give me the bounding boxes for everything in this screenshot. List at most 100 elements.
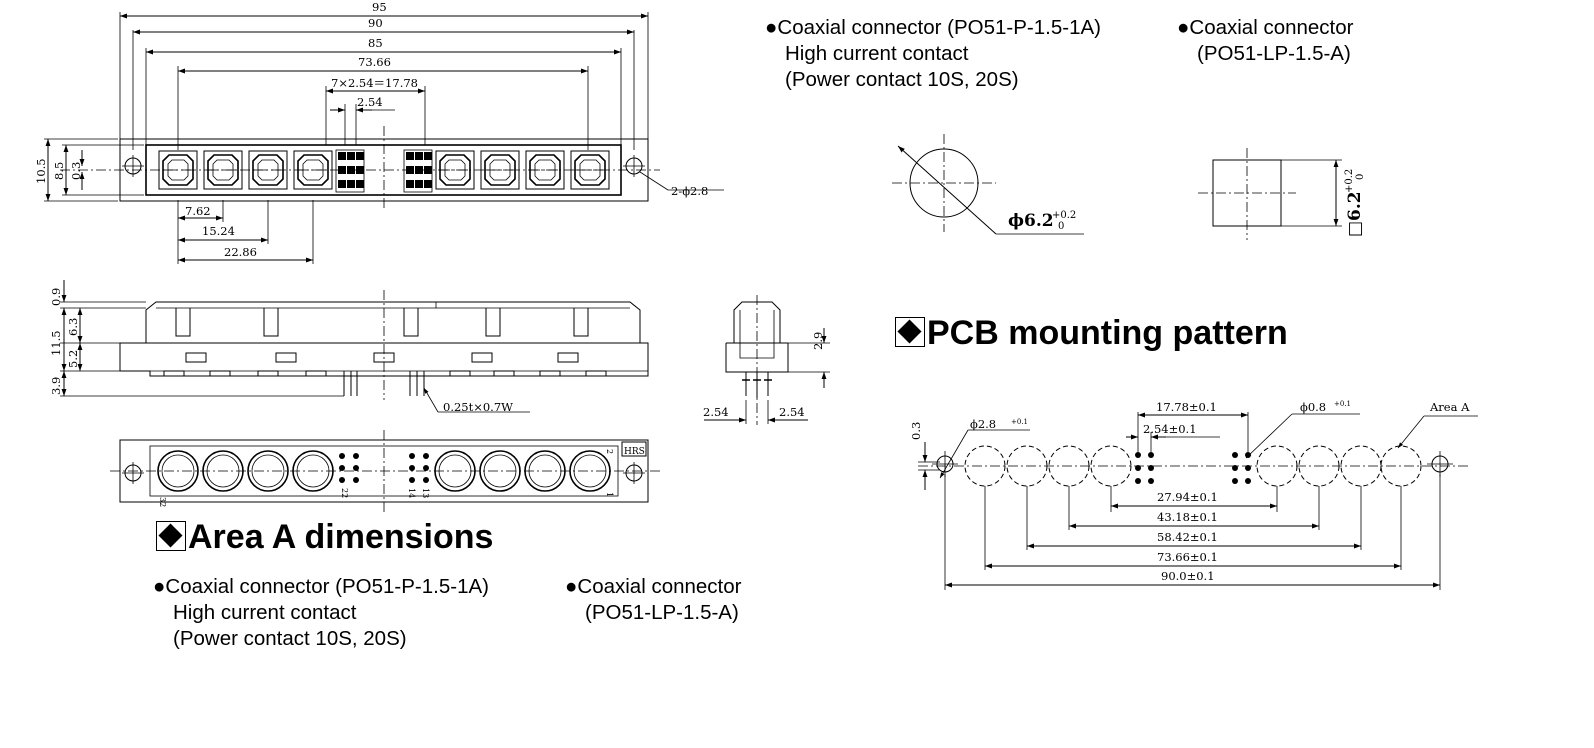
top-pitch-dims	[177, 200, 314, 264]
dim-95: 95	[372, 0, 387, 14]
pcb-dim-43-18: 43.18±0.1	[1157, 510, 1218, 524]
area-a-item-1-line-2: High current contact	[173, 601, 357, 624]
area-a-item-2: ●Coaxial connector (PO51-LP-1.5-A)	[565, 574, 741, 626]
label-1: 1	[605, 492, 614, 497]
side-posts	[163, 308, 607, 377]
pcb-dim-2-54: 2.54±0.1	[1143, 422, 1197, 436]
dim-3-9: 3.9	[49, 377, 63, 395]
pcb-heading-text: PCB mounting pattern	[927, 314, 1288, 352]
pcb-dim-73-66: 73.66±0.1	[1157, 550, 1218, 564]
dim-2-54: 2.54	[357, 95, 383, 109]
diamond-icon	[895, 317, 925, 347]
right-top-item-1: ●Coaxial connector (PO51-P-1.5-1A) High …	[765, 15, 1101, 93]
pcb-dim-27-94: 27.94±0.1	[1157, 490, 1218, 504]
pcb-dim-pin: ϕ0.8	[1300, 400, 1326, 414]
label-22: 22	[340, 488, 349, 498]
pcb-dim-58-42: 58.42±0.1	[1157, 530, 1218, 544]
square-contact-detail	[1198, 148, 1342, 240]
pcb-dim-hole: ϕ2.8	[970, 417, 996, 431]
area-a-item-1: ●Coaxial connector (PO51-P-1.5-1A) High …	[153, 574, 489, 652]
bullet-icon: ●	[1177, 16, 1190, 39]
area-a-item-2-line-2: (PO51-LP-1.5-A)	[585, 601, 739, 624]
pcb-dim-hole-tol: +0.1	[1011, 418, 1028, 426]
signal-pads	[339, 453, 429, 483]
top-dimension-lines	[119, 12, 649, 200]
dim-73-66: 73.66	[358, 55, 391, 69]
dim-2-54-left: 2.54	[703, 405, 729, 419]
mounting-hole-right	[623, 462, 645, 484]
pcb-signal-holes	[1135, 452, 1251, 484]
dim-0-3: 0.3	[69, 162, 83, 180]
dim-2-9: 2.9	[811, 332, 825, 350]
signal-contacts-right	[403, 149, 433, 193]
dim-8-5: 8.5	[52, 162, 66, 180]
dim-square-tol-plus: +0.2	[1344, 169, 1355, 193]
label-2: 2	[605, 449, 614, 454]
dim-0-9: 0.9	[49, 288, 63, 306]
coax-circles	[157, 450, 611, 492]
top-height-dims	[44, 138, 144, 202]
dim-85: 85	[368, 36, 383, 50]
dim-90: 90	[368, 16, 383, 30]
pcb-dim-90-0: 90.0±0.1	[1161, 569, 1215, 583]
pcb-heading: PCB mounting pattern	[895, 314, 1288, 352]
dim-11-5: 11.5	[49, 330, 63, 356]
round-contact-detail	[892, 134, 1084, 235]
dim-2-54-right: 2.54	[779, 405, 805, 419]
pcb-coax-areas	[964, 445, 1422, 487]
hrs-logo: HRS	[624, 447, 645, 457]
dim-7-62: 7.62	[185, 204, 211, 218]
mounting-hole-right	[623, 155, 645, 177]
side-pins	[343, 371, 425, 396]
pcb-pattern: 0.3 ϕ2.8 +0.1 ϕ0.8 +0.1 Area A 17.78±0.1…	[909, 400, 1478, 590]
dim-5-2: 5.2	[66, 350, 80, 368]
bullet-icon: ●	[565, 575, 578, 598]
dim-round-6-2: ϕ6.2	[1008, 211, 1054, 231]
dim-7x2-54: 7×2.54＝17.78	[331, 76, 418, 90]
pcb-dim-17-78: 17.78±0.1	[1156, 400, 1217, 414]
right-top-item-1-line-1: Coaxial connector (PO51-P-1.5-1A)	[777, 16, 1101, 39]
pcb-dim-0-3: 0.3	[909, 422, 923, 440]
top-view: 95 90 85 73.66 7×2.54＝17.78 2.54 2-ϕ2.8	[34, 0, 724, 264]
label-13: 13	[421, 488, 430, 498]
coax-cavity	[525, 150, 565, 190]
dim-round-tol-zero: 0	[1058, 221, 1064, 232]
mounting-hole-left	[122, 462, 144, 484]
diamond-icon	[156, 521, 186, 551]
side-view: 0.25t×0.7W 0.9 11.5 6.3 5.2 3.9	[49, 280, 649, 414]
area-a-heading-text: Area A dimensions	[188, 518, 494, 556]
area-a-item-2-line-1: Coaxial connector	[577, 575, 742, 598]
dim-square-6-2: □6.2	[1345, 191, 1365, 237]
dim-6-3: 6.3	[66, 318, 80, 336]
mounting-hole-left	[122, 155, 144, 177]
side-height-dims	[60, 280, 344, 397]
end-view: 2.9 2.54 2.54	[703, 295, 830, 425]
bullet-icon: ●	[153, 575, 166, 598]
dim-round-tol-plus: +0.2	[1052, 210, 1076, 221]
bottom-view: HRS 32 22 14 13 2 1	[110, 430, 660, 512]
area-a-heading: Area A dimensions	[156, 518, 493, 556]
coax-cavity	[435, 150, 475, 190]
pcb-dim-pin-tol: +0.1	[1334, 400, 1351, 408]
area-a-item-1-line-1: Coaxial connector (PO51-P-1.5-1A)	[165, 575, 489, 598]
pcb-mount-hole-right	[1427, 451, 1453, 477]
dim-holes: 2-ϕ2.8	[671, 184, 708, 198]
label-14: 14	[407, 488, 416, 498]
pcb-mount-hole-left	[932, 451, 958, 477]
dim-15-24: 15.24	[202, 224, 235, 238]
dim-10-5: 10.5	[34, 158, 48, 184]
right-top-item-2-line-1: Coaxial connector	[1189, 16, 1354, 39]
pcb-area-a-label: Area A	[1429, 400, 1470, 414]
right-top-item-2-line-2: (PO51-LP-1.5-A)	[1197, 42, 1351, 65]
dim-pin-size: 0.25t×0.7W	[443, 400, 513, 414]
right-top-item-2: ●Coaxial connector (PO51-LP-1.5-A)	[1177, 15, 1353, 67]
area-a-item-1-line-3: (Power contact 10S, 20S)	[173, 627, 407, 650]
dim-22-86: 22.86	[224, 245, 257, 259]
dim-square-tol-zero: 0	[1355, 174, 1366, 180]
label-32: 32	[158, 497, 167, 507]
right-top-item-1-line-2: High current contact	[785, 42, 969, 65]
right-top-item-1-line-3: (Power contact 10S, 20S)	[785, 68, 1019, 91]
bullet-icon: ●	[765, 16, 778, 39]
signal-contacts-left	[335, 149, 365, 193]
